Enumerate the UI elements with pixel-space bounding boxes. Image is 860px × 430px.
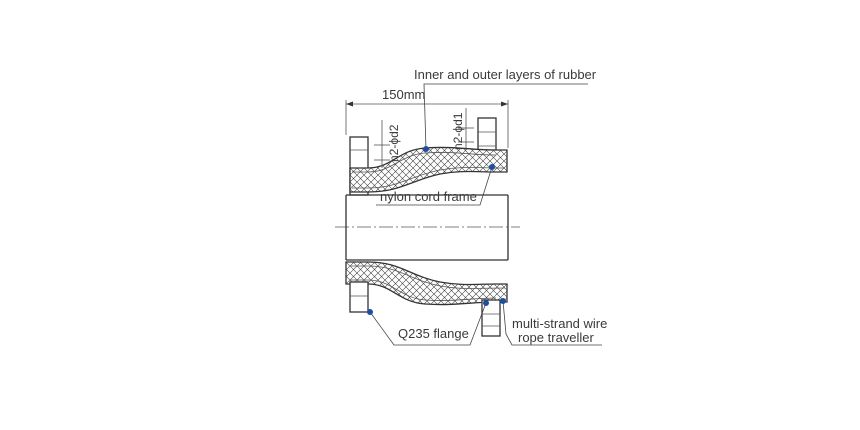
flange-label: Q235 flange (398, 326, 469, 341)
hole-callout-right: n2-ϕd1 (451, 108, 474, 150)
callout-cord-frame: nylon cord frame (376, 164, 495, 206)
hole-right-label: n2-ϕd1 (451, 112, 465, 150)
rubber-layers-label: Inner and outer layers of rubber (414, 67, 597, 82)
callout-wire-rope: multi-strand wire rope traveller (500, 298, 607, 346)
rubber-layer-dot (423, 146, 429, 152)
rubber-body-upper (349, 146, 508, 193)
callout-flange: Q235 flange (367, 300, 489, 346)
upper-half (346, 117, 508, 196)
hole-callout-left: n2-ϕd2 (374, 120, 401, 168)
cord-frame-dot (489, 164, 495, 170)
dimension-150mm: 150mm (345, 87, 509, 148)
wire-label-line2: rope traveller (518, 330, 595, 345)
wire-label-line1: multi-strand wire (512, 316, 607, 331)
left-flange-lower (349, 281, 369, 313)
flange-dot-right (483, 300, 489, 306)
dimension-label: 150mm (382, 87, 425, 102)
callout-rubber-layers: Inner and outer layers of rubber (414, 67, 597, 152)
wire-rope-dot (500, 298, 506, 304)
hole-left-label: n2-ϕd2 (387, 124, 401, 162)
flange-dot-left (367, 309, 373, 315)
right-flange-lower (481, 299, 501, 337)
cord-frame-label: nylon cord frame (380, 189, 477, 204)
lower-half (345, 259, 508, 337)
